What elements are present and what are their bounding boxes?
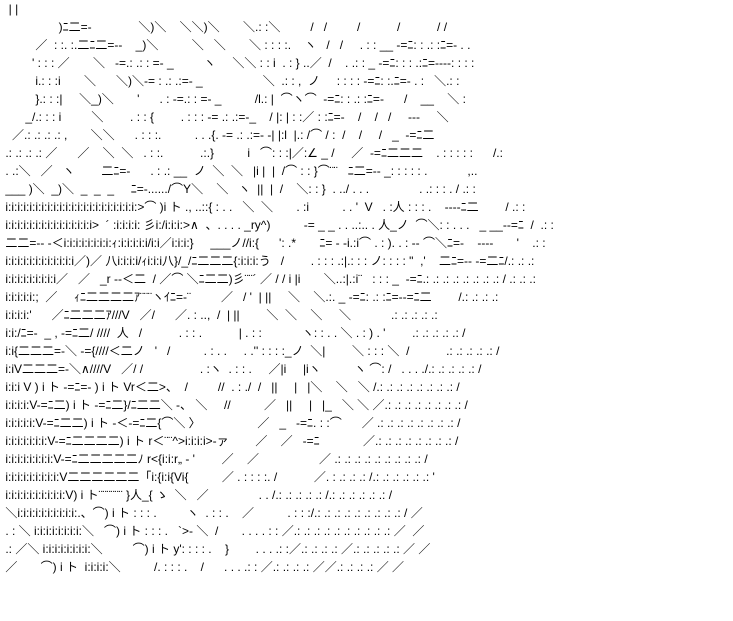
art-line: | | <box>2 2 19 16</box>
art-line: i:i:i:i:i:i:i:i:i:V二二二二二二「i:{i:i{Vi{ ／ .… <box>2 470 435 484</box>
art-line: 二二=-- -＜i:i:i:i:i:i:i:i:ｨ:i:i:i:i:i/i:i／… <box>2 236 546 250</box>
art-line: i.: : :i ＼ ＼)＼-= : .: .:=- _ ＼ .: : , ノ … <box>2 74 460 88</box>
art-line: i:i:i:i:i:i:i:i:V-=ﾆ二二二二二ﾉ r<{i:i:r„ - '… <box>2 452 428 466</box>
art-line: i:i:i:i:i:i:i:i:i:i:V) i ト¨¨¨¨¨¨ }人_{ ゝ … <box>2 488 393 502</box>
art-line: i:i:i:i:V-=ﾆ二) i ト -=ﾆ二}/ﾆ二二＼ -、 ＼ // ／ … <box>2 398 468 412</box>
art-line: .: .: .: .: ／ ／ ＼ ＼ . : :. .:.} i ⌒: : :… <box>2 146 503 160</box>
art-line: i:i:/ﾆ=- _ , -=ﾆ二/ //// 人 / . : : . | . … <box>2 326 466 340</box>
art-line: ／ : :. :.二ﾆ二=-- _)＼ ＼ ＼ ＼ : : : :. ヽ / /… <box>2 38 471 52</box>
art-line: _/.: : : i ＼ . : : { . : : : -= .: .:=-_… <box>2 110 449 124</box>
art-line: i:i:i:i:i:i:i:i:i／ ／ _r --＜二 / ／⌒ ＼ﾆ二二)彡… <box>2 272 536 286</box>
art-line: ___ )＼ _)＼ _ _ _ ﾆ=-....../⌒Y＼ ＼ ヽ || | … <box>2 182 476 196</box>
art-line: ／.: .: .: .: , ＼＼ . : : :. . . .{. -= .:… <box>2 128 435 142</box>
art-line: i:i:i:i:i:i:i:i:i:i:i:i:i:i:i> ´ :i:i:i:… <box>2 218 554 232</box>
art-line: i:i:i:i:i:i:i:i:i:i:i:i:i:i:i:i:i:i:i:i:… <box>2 200 526 214</box>
art-line: }.: : :| ＼_)＼ ' . : -=.: : =- _ /l.: | ⌒… <box>2 92 466 106</box>
art-line: ' : : : ／ ＼ -=.: .: : =- _ ヽ ＼＼ : : i . … <box>2 56 475 70</box>
art-line: i:iV二二二=-＼∧////V ／/ / . :ヽ . : : . ／|i |… <box>2 362 482 376</box>
art-line: i:i:i:i:i:V-=ﾆ二二) i ト -＜-=ﾆ二{⌒＼ 〉 ／ _ -=… <box>2 416 461 430</box>
art-line: ＼i:i:i:i:i:i:i:i:i:i:.、⌒) i ト : : : . ヽ … <box>2 506 423 520</box>
art-line: . : ＼ i:i:i:i:i:i:i:i:＼ ⌒) i ト : : : . `… <box>2 524 425 538</box>
art-line: .: ／＼ i:i:i:i:i:i:i:i:＼ ⌒) i ト y': : : :… <box>2 542 431 556</box>
art-line: . .:＼ ／ ヽ 二ﾆ=- . : .: __ ノ ＼ ＼ |i | | /⌒… <box>2 164 478 178</box>
ascii-art: | | )ﾆ二=- ＼)＼ ＼＼)＼ ＼.: :＼ / / / / / / ／ … <box>2 2 554 574</box>
art-line: i:i:i:i:' ／ﾆ二二二ｱ///V ／/ ／. : .., / | || … <box>2 308 438 322</box>
art-line: i:i:i V ) i ト -=ﾆ=- ) i ト Vr＜二>、 / // . … <box>2 380 460 394</box>
art-line: )ﾆ二=- ＼)＼ ＼＼)＼ ＼.: :＼ / / / / / / <box>2 20 448 34</box>
art-line: i:i{二二二=-＼ -={////＜二ノ ' / . : . . . .'' … <box>2 344 500 358</box>
art-line: i:i:i:i:i:i:i:V-=ﾆ二二二二) i ト r＜¨¨^>i:i:i:… <box>2 434 459 448</box>
art-line: i:i:i:i:i:i:i:i:i:i:i:i／)／ 八i:i:i:i/ｨi:i… <box>2 254 535 268</box>
art-line: ／ ⌒) i ト i:i:i:i:＼ /. : : : . / . . . .:… <box>2 560 405 574</box>
art-line: i:i:i:i:i:; ／ ｨﾆ二二二二ｱ¨¨¨ヽｲﾆ=-¨ ／ / ' | |… <box>2 290 499 304</box>
